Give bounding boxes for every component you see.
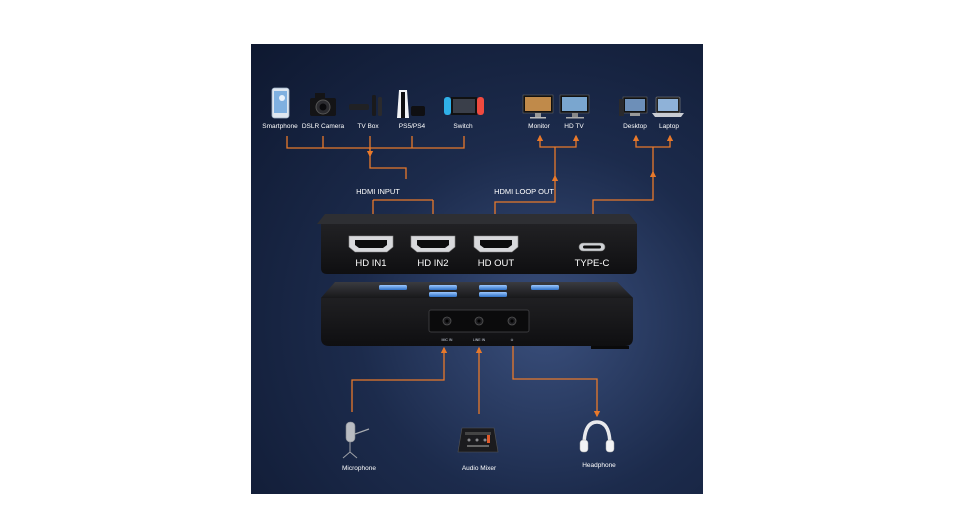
hdmi-out-port	[473, 235, 519, 253]
label-desktop: Desktop	[623, 123, 647, 130]
type-c-port	[578, 242, 606, 252]
smartphone-icon	[271, 87, 290, 119]
label-monitor: Monitor	[528, 123, 551, 130]
tv-box-icon	[349, 95, 382, 116]
switch-icon	[444, 97, 484, 115]
jack-label-phones: ⊙	[511, 338, 514, 342]
audio-lines	[351, 346, 601, 418]
hdmi-in2-port	[410, 235, 456, 253]
diagram-panel: Smartphone DSLR Camera TV Box PS5/PS4 Sw…	[251, 44, 703, 494]
microphone-icon	[342, 421, 370, 459]
label-smartphone: Smartphone	[262, 123, 298, 130]
hdmi-loop-out-label: HDMI LOOP OUT	[494, 187, 554, 196]
desktop-icon	[619, 96, 648, 116]
port-label-hd-out: HD OUT	[478, 258, 515, 269]
jack-label-line: LINE IN	[473, 338, 486, 342]
tv-icon	[559, 94, 590, 119]
label-hd-tv: HD TV	[564, 123, 584, 130]
hdmi-in1-port	[348, 235, 394, 253]
audio-jack-panel	[428, 309, 530, 333]
jack-label-mic: MIC IN	[442, 338, 453, 342]
label-switch: Switch	[453, 123, 473, 130]
label-microphone: Microphone	[342, 465, 376, 472]
laptop-icon	[652, 96, 684, 117]
label-headphone: Headphone	[582, 462, 616, 469]
connection-diagram: Smartphone DSLR Camera TV Box PS5/PS4 Sw…	[262, 87, 684, 472]
camera-icon	[310, 93, 336, 116]
label-tv-box: TV Box	[357, 123, 379, 130]
label-ps5-ps4: PS5/PS4	[399, 123, 426, 130]
label-laptop: Laptop	[659, 123, 679, 130]
audio-mixer-icon	[457, 427, 499, 453]
label-audio-mixer: Audio Mixer	[462, 465, 497, 472]
label-dslr-camera: DSLR Camera	[302, 123, 345, 130]
port-label-type-c: TYPE-C	[575, 258, 610, 269]
headphone-icon	[579, 420, 615, 453]
port-label-hd-in1: HD IN1	[355, 258, 386, 269]
game-console-icon	[397, 90, 425, 118]
port-label-hd-in2: HD IN2	[417, 258, 448, 269]
hdmi-input-label: HDMI INPUT	[356, 187, 400, 196]
monitor-icon	[522, 94, 554, 119]
switch-buttons	[379, 285, 559, 297]
